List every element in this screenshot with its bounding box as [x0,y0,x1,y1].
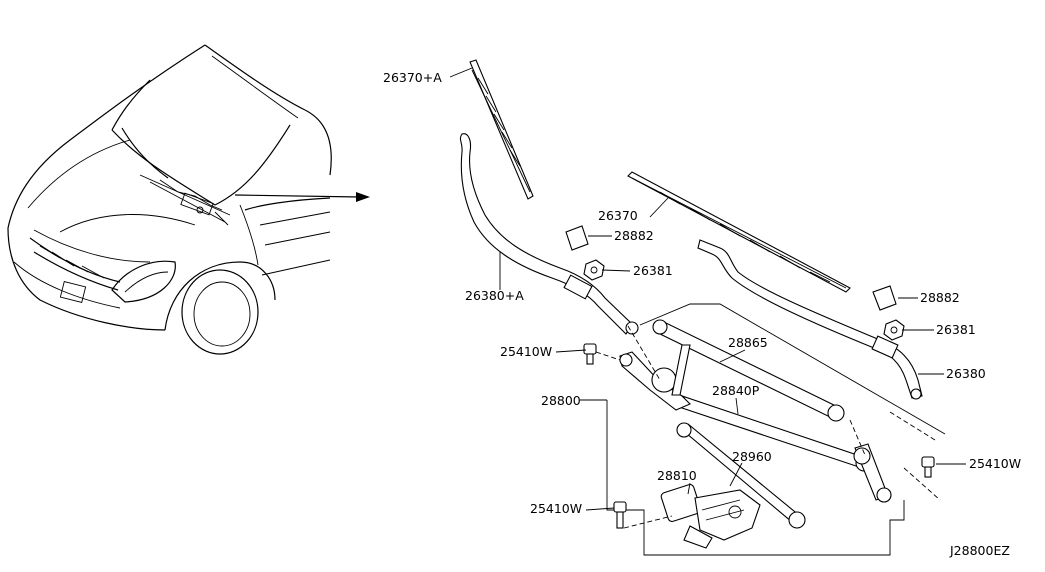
nut-right [883,319,905,341]
label-nut-right: 26381 [936,322,976,337]
label-assembly: 28800 [541,393,581,408]
bolt-left [583,343,621,365]
label-motor: 28810 [657,468,697,483]
wiper-arm-right [697,239,923,400]
linkage-bar-upper [652,319,845,422]
arm-cap-right [872,285,897,311]
label-link-upper: 28865 [728,335,768,350]
label-arm-right: 26380 [946,366,986,381]
wiper-motor [623,483,761,549]
car-illustration [7,44,370,355]
bolt-right [921,456,935,478]
wiper-blade-right [627,171,851,293]
linkage-bar-lower [672,394,873,472]
diagram-id: J28800EZ [949,543,1010,558]
label-link-lower: 28840P [712,383,760,398]
bolt-bottom [613,501,627,529]
label-cap-left: 28882 [614,228,654,243]
nut-left [583,259,605,281]
label-bolt-bottom: 25410W [530,501,582,516]
label-cap-right: 28882 [920,290,960,305]
motor-link [676,422,806,529]
label-bolt-left: 25410W [500,344,552,359]
leader-lines [449,67,966,511]
pointer-arrow [234,194,361,198]
arm-cap-left [565,225,589,251]
label-motor-link: 28960 [732,449,772,464]
wiper-blade-left [469,59,534,200]
label-arm-left: 26380+A [465,288,524,303]
label-bolt-right: 25410W [969,456,1021,471]
arrowhead-icon [356,192,370,202]
label-blade-right: 26370 [598,208,638,223]
label-blade-left: 26370+A [383,70,442,85]
wiper-arm-left [459,133,639,335]
linkage-frame [619,325,892,503]
label-nut-left: 26381 [633,263,673,278]
